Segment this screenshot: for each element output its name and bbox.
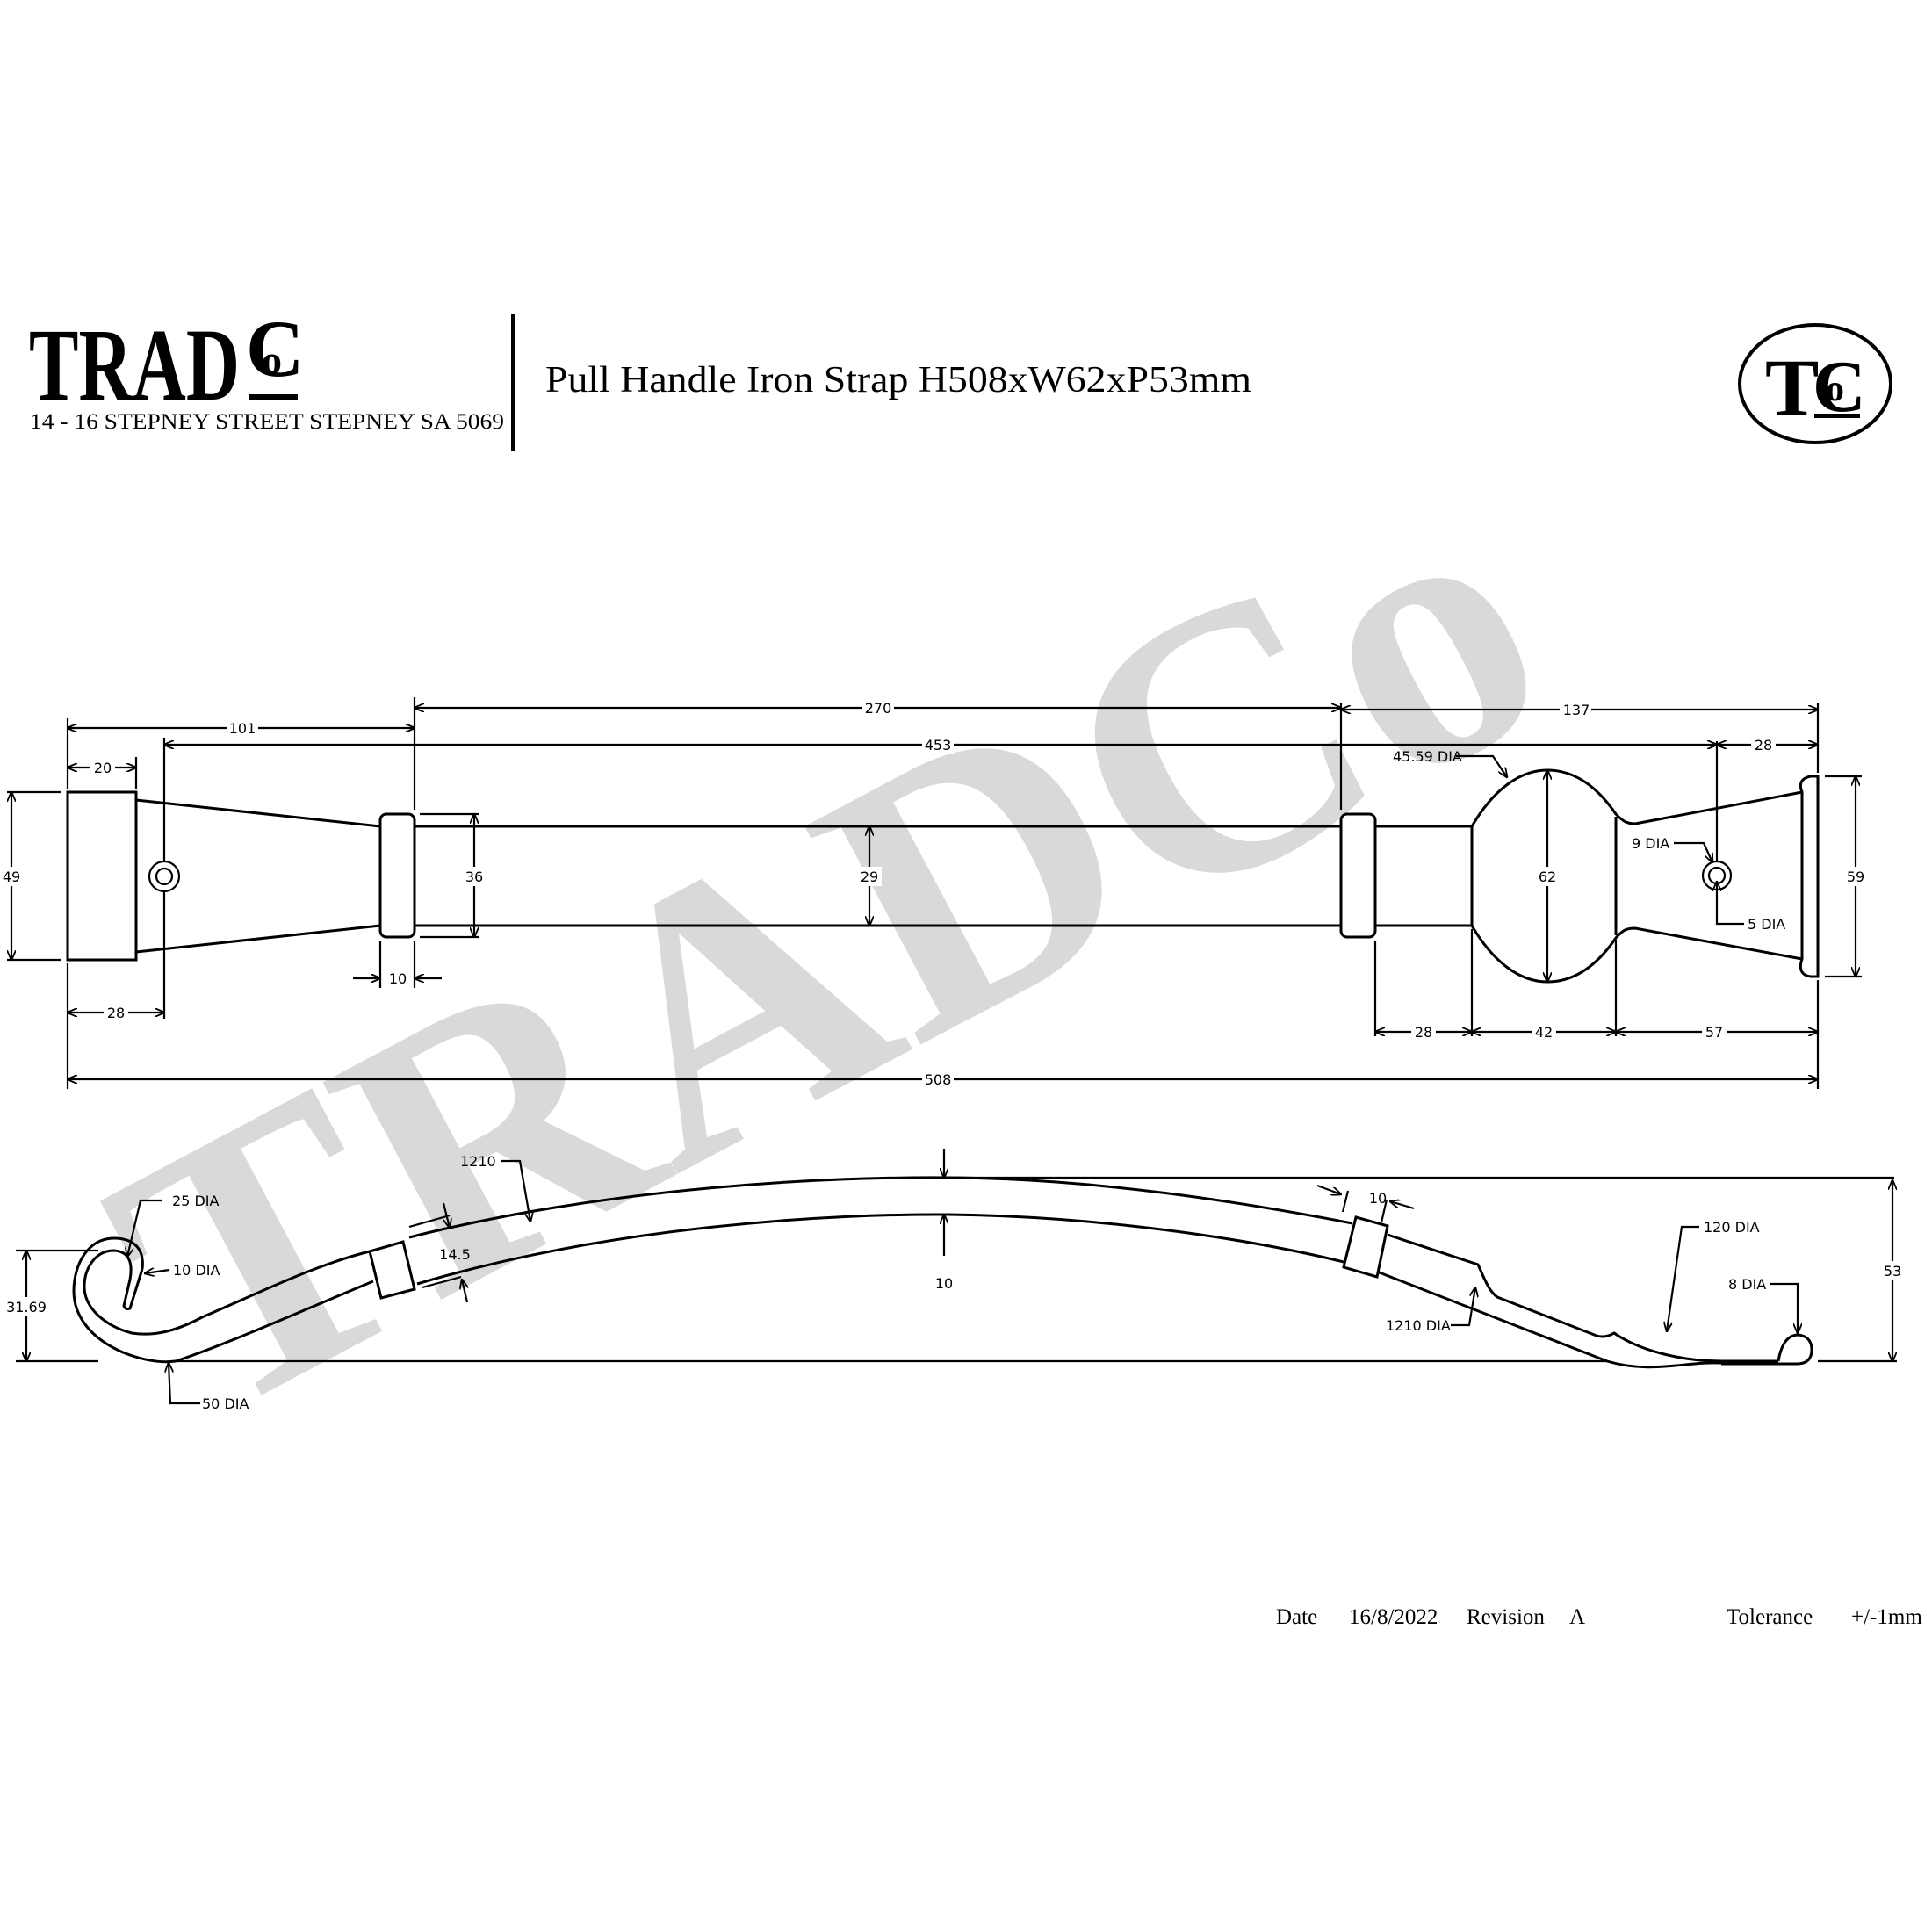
dim-101: 101 [229, 720, 256, 737]
dim-left-hole-28: 28 [107, 1005, 125, 1021]
dim-collar-10: 10 [389, 970, 407, 987]
dim-mid-10: 10 [935, 1275, 953, 1292]
tolerance-value: +/-1mm [1851, 1605, 1922, 1629]
emblem-o: o [1826, 369, 1844, 409]
callout-25-dia: 25 DIA [172, 1193, 219, 1209]
callout-120-dia: 120 DIA [1704, 1219, 1760, 1236]
right-flared-end [1799, 775, 1820, 978]
date-value: 16/8/2022 [1349, 1605, 1438, 1629]
callout-bulb-dia: 45.59 DIA [1393, 748, 1462, 765]
bulb-and-flare [1470, 768, 1803, 984]
dim-36: 36 [465, 869, 483, 885]
dim-14-5: 14.5 [439, 1246, 471, 1263]
emblem-t: T [1765, 342, 1819, 432]
left-collar [378, 812, 416, 939]
tail-bottom-edge [1376, 1270, 1722, 1369]
header: TRAD C o 14 - 16 STEPNEY STREET STEPNEY … [29, 304, 1892, 451]
left-end-block [66, 790, 138, 962]
callout-9-dia: 9 DIA [1632, 835, 1669, 852]
dim-20: 20 [94, 760, 112, 776]
dim-270: 270 [865, 700, 892, 717]
dim-seg-57: 57 [1705, 1024, 1723, 1041]
extension-lines [7, 697, 1862, 1089]
hook-outer-profile [72, 1236, 374, 1364]
callout-1210-dia: 1210 DIA [1386, 1317, 1451, 1334]
dim-453: 453 [925, 737, 952, 753]
title-block-footer: Date 16/8/2022 Revision A Tolerance +/-1… [1276, 1605, 1922, 1629]
watermark-text: TRADCo [54, 407, 1602, 1495]
side-left-collar [368, 1240, 416, 1300]
emblem-logo: T C o [1738, 323, 1892, 444]
brand-logo: TRAD C o [29, 304, 304, 422]
right-fixing-hole-inner [1707, 866, 1727, 885]
tail-top-edge [1387, 1233, 1778, 1363]
dim-29: 29 [861, 869, 878, 885]
callout-8-dia: 8 DIA [1728, 1276, 1766, 1293]
top-view: 270 137 101 453 28 20 28 49 36 29 10 62 … [1, 697, 1867, 1089]
watermark: TRADCo [54, 407, 1602, 1495]
dim-49: 49 [3, 869, 20, 885]
brand-logo-main: TRAD [29, 307, 240, 422]
header-divider [511, 314, 515, 451]
dim-31-69: 31.69 [6, 1299, 47, 1316]
left-fixing-hole-inner [155, 867, 174, 886]
left-fixing-hole-outer [148, 860, 181, 893]
dim-seg-28: 28 [1415, 1024, 1432, 1041]
dim-62: 62 [1539, 869, 1556, 885]
company-address: 14 - 16 STEPNEY STREET STEPNEY SA 5069 [30, 410, 504, 434]
emblem-underline [1814, 414, 1860, 418]
callout-50-dia: 50 DIA [202, 1395, 249, 1412]
date-label: Date [1276, 1605, 1317, 1629]
callout-5-dia: 5 DIA [1748, 916, 1785, 933]
side-right-collar [1342, 1215, 1389, 1279]
callout-10-dia: 10 DIA [173, 1262, 220, 1279]
emblem-ellipse [1738, 323, 1892, 444]
hook-inner-profile [83, 1249, 371, 1336]
brand-logo-c: C [246, 304, 304, 393]
side-reference-lines [16, 1149, 1897, 1405]
revision-label: Revision [1467, 1605, 1545, 1629]
brand-logo-underline [249, 394, 298, 400]
dim-137: 137 [1563, 702, 1590, 718]
right-collar [1339, 812, 1377, 939]
dim-seg-42: 42 [1535, 1024, 1553, 1041]
side-view-labels: 53 31.69 14.5 10 10 25 DIA 10 DIA 50 DIA… [4, 1153, 1906, 1412]
callout-1210: 1210 [460, 1153, 496, 1170]
dim-side-collar-10: 10 [1369, 1190, 1387, 1207]
dim-508: 508 [925, 1071, 952, 1088]
revision-value: A [1569, 1605, 1585, 1629]
side-view: 53 31.69 14.5 10 10 25 DIA 10 DIA 50 DIA… [4, 1149, 1906, 1412]
brand-logo-o: o [262, 337, 282, 382]
tolerance-label: Tolerance [1727, 1605, 1813, 1629]
top-view-labels: 270 137 101 453 28 20 28 49 36 29 10 62 … [1, 698, 1867, 1089]
dim-right-hole-28: 28 [1755, 737, 1772, 753]
drawing-title: Pull Handle Iron Strap H508xW62xP53mm [545, 360, 1251, 400]
dim-53: 53 [1884, 1263, 1901, 1280]
tail-tip [1721, 1333, 1813, 1366]
dim-59: 59 [1847, 869, 1864, 885]
